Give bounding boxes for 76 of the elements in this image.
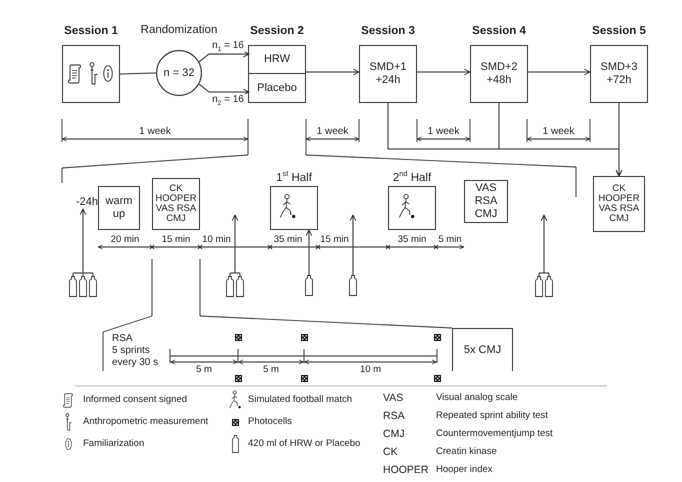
- bottles-drawing: [535, 270, 553, 297]
- treatment-label: HRW: [249, 46, 305, 73]
- abbreviation-definition: Visual analog scale: [436, 392, 518, 404]
- test-title: RSA: [112, 333, 133, 345]
- abbreviation-definition: Hooper index: [436, 464, 493, 476]
- measurement-box: [152, 178, 200, 230]
- measurement-box: [593, 176, 645, 232]
- warm-up-box: [98, 186, 140, 230]
- abbreviation-definition: Creatin kinase: [436, 446, 497, 458]
- duration-label: 35 min: [398, 234, 426, 246]
- treatment-label: Placebo: [249, 73, 305, 102]
- arrow: [528, 68, 590, 76]
- arrow: [350, 214, 356, 276]
- abbreviation-definition: Repeated sprint ability test: [436, 410, 548, 422]
- legend-label: Familiarization: [83, 438, 144, 450]
- test-label: 5x CMJ: [464, 344, 502, 356]
- arrow: [198, 84, 250, 96]
- measurement-box: [464, 180, 508, 223]
- measure-list: CK HOOPER VAS RSA CMJ: [598, 184, 640, 224]
- session-title: Session 4: [472, 24, 526, 38]
- distance-label: 5 m: [263, 364, 279, 376]
- interval-label: 1 week: [316, 126, 348, 138]
- interval-label: 1 week: [139, 126, 171, 138]
- legend-label: Informed consent signed: [83, 394, 188, 406]
- timepoint-label: SMD+3 +72h: [600, 61, 638, 87]
- abbreviation-label: RSA: [383, 410, 405, 422]
- session-title: Session 2: [250, 24, 304, 38]
- arrow: [416, 68, 470, 76]
- arrow: [306, 68, 360, 76]
- legend-label: 420 ml of HRW or Placebo: [248, 438, 360, 450]
- abbreviation-label: CK: [383, 446, 398, 458]
- bottles-drawing: [69, 270, 97, 297]
- sample-size-label: n = 32: [164, 66, 194, 80]
- duration-label: 15 min: [162, 234, 190, 246]
- bottle-drawing: [349, 275, 357, 296]
- session-title: Session 5: [592, 24, 646, 38]
- duration-label: 20 min: [110, 234, 140, 246]
- measure-list: CK HOOPER VAS RSA CMJ: [155, 184, 197, 224]
- interval-label: 1 week: [428, 126, 460, 138]
- legend-label: Photocells: [248, 416, 292, 428]
- legend-label: Simulated football match: [248, 394, 352, 406]
- time-label: -24h: [74, 195, 100, 209]
- duration-label: 35 min: [274, 234, 302, 246]
- session-title: Session 1: [64, 24, 118, 38]
- connector-line: [120, 72, 156, 74]
- abbreviation-label: CMJ: [383, 428, 405, 440]
- arrow: [232, 214, 238, 270]
- protocol-text: 5 sprints every 30 s: [112, 345, 160, 368]
- distance-label: 5 m: [196, 364, 212, 376]
- duration-label: 15 min: [320, 234, 349, 246]
- legend-label: Anthropometric measurement: [83, 416, 208, 428]
- bottles-drawing: [226, 270, 244, 297]
- duration-label: 5 min: [438, 234, 462, 246]
- distance-label: 10 m: [360, 364, 382, 376]
- arrow: [540, 214, 548, 270]
- test-panel: [452, 328, 513, 371]
- session-title: Session 3: [361, 24, 415, 38]
- timepoint-label: SMD+1 +24h: [370, 61, 406, 87]
- abbreviation-label: VAS: [383, 392, 404, 404]
- arrow: [306, 230, 312, 276]
- edge-label: n$_{2}$ = 16: [211, 94, 245, 106]
- abbreviation-label: HOOPER: [383, 464, 429, 476]
- activity-label: warm up: [106, 195, 132, 221]
- arrow: [80, 208, 86, 270]
- abbreviation-definition: Countermovementjump test: [436, 428, 553, 440]
- bottle-drawing: [305, 275, 313, 296]
- interval-label: 1 week: [542, 126, 574, 138]
- arrow: [198, 50, 250, 62]
- step-title: Randomization: [140, 23, 218, 37]
- half-title: 2$^{nd}$ Half: [392, 171, 432, 185]
- duration-label: 10 min: [202, 234, 231, 246]
- measure-list: VAS RSA CMJ: [474, 182, 498, 221]
- timepoint-label: SMD+2 +48h: [480, 61, 518, 87]
- edge-label: n$_{1}$ = 16: [211, 40, 245, 52]
- arrow: [616, 102, 622, 176]
- half-title: 1$^{st}$ Half: [276, 171, 312, 185]
